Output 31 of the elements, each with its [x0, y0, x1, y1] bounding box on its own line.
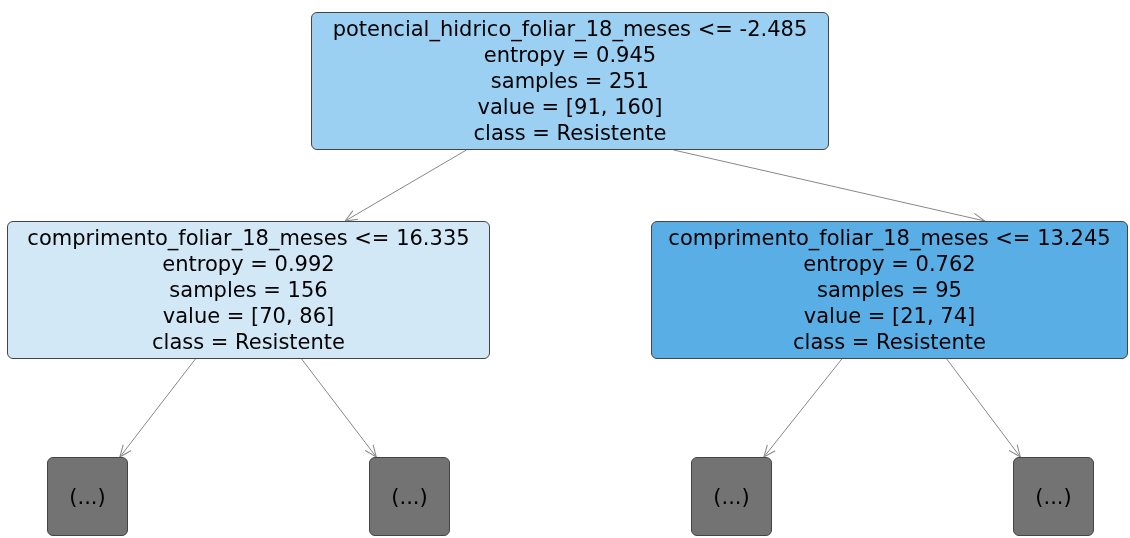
truncated-node-box — [369, 457, 450, 536]
arrow — [119, 358, 196, 458]
ellipsis-label: (...) — [1035, 483, 1072, 510]
node-stat: samples = 156 — [169, 277, 328, 303]
split-node-box — [651, 221, 1128, 359]
split-condition: comprimento_foliar_18_meses <= 16.335 — [27, 225, 470, 251]
split-condition: potencial_hidrico_foliar_18_meses <= -2.485 — [332, 16, 808, 42]
node-stat: class = Resistente — [473, 120, 667, 146]
split-node-box — [311, 12, 829, 150]
split-node-box — [7, 221, 490, 359]
arrow — [946, 358, 1021, 458]
arrow — [763, 358, 843, 458]
truncated-node-box — [1013, 457, 1094, 536]
arrow — [301, 358, 377, 458]
truncated-node-box — [47, 457, 128, 536]
node-stat: samples = 95 — [817, 277, 962, 303]
ellipsis-label: (...) — [713, 483, 750, 510]
node-stat: entropy = 0.945 — [483, 42, 657, 68]
arrow — [344, 149, 467, 222]
ellipsis-label: (...) — [391, 483, 428, 510]
node-stat: value = [70, 86] — [162, 303, 335, 329]
truncated-node-box — [691, 457, 772, 536]
ellipsis-label: (...) — [69, 483, 106, 510]
node-stat: entropy = 0.992 — [162, 251, 335, 277]
node-stat: class = Resistente — [793, 329, 986, 355]
split-condition: comprimento_foliar_18_meses <= 13.245 — [668, 225, 1111, 251]
node-stat: samples = 251 — [490, 68, 650, 94]
node-stat: entropy = 0.762 — [803, 251, 976, 277]
node-stat: value = [91, 160] — [477, 94, 663, 120]
node-stat: class = Resistente — [152, 329, 345, 355]
node-stat: value = [21, 74] — [803, 303, 976, 329]
